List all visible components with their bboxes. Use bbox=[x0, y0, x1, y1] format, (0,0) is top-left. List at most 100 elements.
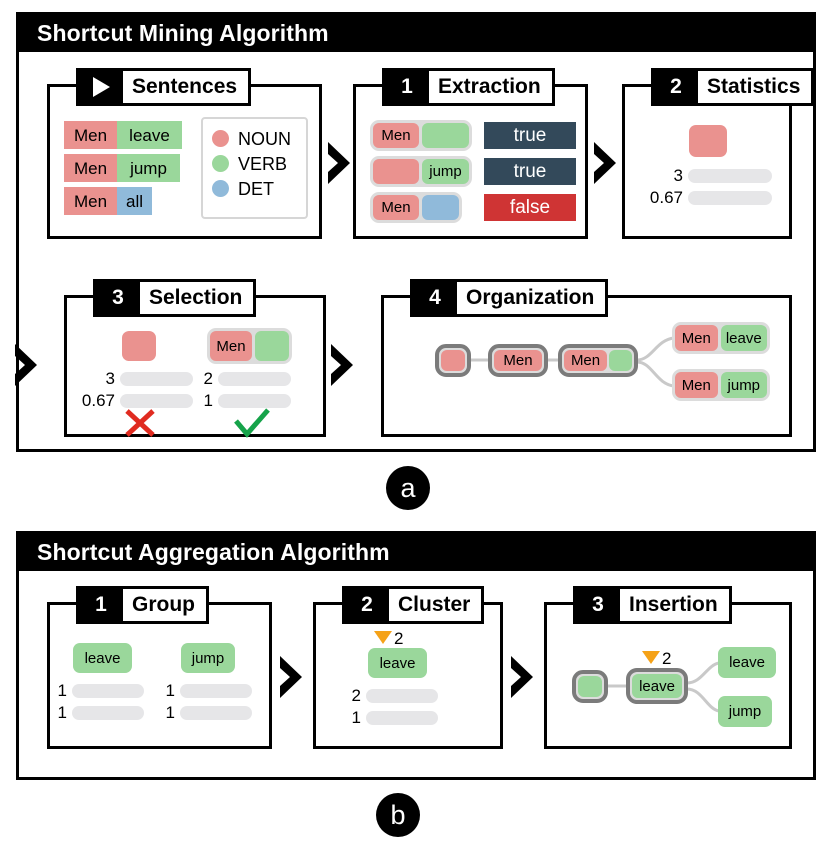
subfigure-label-b: b bbox=[376, 793, 420, 837]
legend-item-noun: NOUN bbox=[212, 126, 294, 151]
panel-insertion[interactable]: 3 Insertion 2 leave bbox=[544, 586, 792, 750]
panel-title-organization: Organization bbox=[457, 282, 606, 315]
group-bar-row: 1 bbox=[50, 704, 144, 721]
pos-legend: NOUN VERB DET bbox=[201, 117, 308, 220]
sentence-token: Men bbox=[64, 187, 117, 216]
tree-leaf: leave bbox=[718, 647, 776, 679]
node-part: leave bbox=[632, 674, 682, 699]
panel-header-selection[interactable]: 3 Selection bbox=[93, 279, 257, 318]
flow-arrow-icon bbox=[329, 342, 355, 388]
panel-header-group[interactable]: 1 Group bbox=[76, 586, 209, 625]
panel-header-cluster[interactable]: 2 Cluster bbox=[342, 586, 485, 625]
panel-title-cluster: Cluster bbox=[389, 589, 482, 622]
bar-track bbox=[180, 683, 252, 698]
bar-value: 0.67 bbox=[81, 391, 115, 411]
flow-arrow-icon bbox=[592, 140, 618, 186]
panel-header-organization[interactable]: 4 Organization bbox=[410, 279, 609, 318]
tree-leaf: Men jump bbox=[672, 369, 770, 402]
pattern-part: Men bbox=[210, 331, 252, 362]
node-part bbox=[441, 350, 465, 372]
sentence-token: Men bbox=[64, 154, 117, 183]
panel-content-selection: 3 0.67 bbox=[67, 298, 323, 439]
bar-track bbox=[366, 688, 438, 703]
panel-selection[interactable]: 3 Selection 3 0.67 bbox=[64, 279, 326, 439]
step-number: 3 bbox=[576, 589, 620, 622]
subfigure-label-a: a bbox=[386, 466, 430, 510]
panel-sentences[interactable]: Sentences Men leave Men jump Men all NOU… bbox=[47, 68, 322, 240]
bar-value: 1 bbox=[57, 681, 67, 701]
legend-label: DET bbox=[238, 178, 274, 199]
panel-header-statistics[interactable]: 2 Statistics bbox=[651, 68, 815, 107]
bar-value: 1 bbox=[203, 391, 213, 411]
tree-node-center: leave bbox=[626, 668, 688, 705]
play-icon bbox=[79, 71, 123, 104]
panel-content-insertion: 2 leave leave jump bbox=[547, 605, 789, 746]
pattern-part bbox=[422, 123, 469, 149]
panel-title-group: Group bbox=[123, 589, 206, 622]
step-number: 4 bbox=[413, 282, 457, 315]
panel-header-sentences[interactable]: Sentences bbox=[76, 68, 252, 107]
bar-value: 3 bbox=[105, 369, 115, 389]
pattern-part bbox=[422, 195, 459, 221]
sentence-token: jump bbox=[117, 154, 180, 183]
panel-group[interactable]: 1 Group leave 1 1 bbox=[47, 586, 272, 750]
bar-value: 0.67 bbox=[649, 188, 683, 208]
sentence-token: all bbox=[117, 187, 152, 216]
algorithm-title-aggregation: Shortcut Aggregation Algorithm bbox=[19, 534, 813, 572]
algorithm-frame-aggregation: Shortcut Aggregation Algorithm 1 Group l… bbox=[16, 531, 816, 780]
algorithm-frame-mining: Shortcut Mining Algorithm Sentences Men … bbox=[15, 12, 816, 452]
panel-content-extraction: Men true jump true Men false bbox=[356, 87, 585, 236]
pattern-part: Men bbox=[373, 195, 419, 221]
bar-track bbox=[72, 683, 144, 698]
node-part bbox=[578, 676, 602, 698]
pattern-part: Men bbox=[373, 123, 419, 149]
bar-value: 1 bbox=[165, 681, 175, 701]
bar-track bbox=[366, 710, 438, 725]
panel-header-insertion[interactable]: 3 Insertion bbox=[573, 586, 732, 625]
node-part: Men bbox=[564, 350, 608, 372]
reject-cross-icon bbox=[123, 408, 157, 443]
bar-track bbox=[218, 371, 291, 386]
panel-organization[interactable]: 4 Organization bbox=[381, 279, 792, 438]
group-bar-row: 1 bbox=[158, 682, 252, 699]
group-bar-row: 1 bbox=[158, 704, 252, 721]
legend-item-verb: VERB bbox=[212, 151, 294, 176]
panel-extraction[interactable]: 1 Extraction Men true jump true bbox=[353, 68, 588, 240]
panel-content-statistics: 3 0.67 bbox=[625, 87, 789, 236]
bar-value: 1 bbox=[57, 703, 67, 723]
legend-item-det: DET bbox=[212, 176, 294, 201]
flow-arrow-icon bbox=[278, 654, 304, 700]
tree-leaf: jump bbox=[718, 696, 772, 728]
bar-value: 2 bbox=[351, 686, 361, 706]
node-part bbox=[609, 350, 632, 372]
panel-statistics[interactable]: 2 Statistics 3 0.67 bbox=[622, 68, 815, 240]
insertion-count: 2 bbox=[662, 649, 672, 669]
noun-color-swatch bbox=[212, 130, 229, 148]
extraction-value: true bbox=[484, 158, 576, 186]
tree-edges bbox=[607, 661, 720, 713]
bar-track bbox=[688, 190, 772, 205]
leaf-part: jump bbox=[720, 372, 767, 399]
panel-header-extraction[interactable]: 1 Extraction bbox=[382, 68, 555, 107]
bar-value: 3 bbox=[673, 166, 683, 186]
panel-title-sentences: Sentences bbox=[123, 71, 249, 104]
selection-bar-row: 3 bbox=[75, 370, 193, 387]
panel-content-group: leave 1 1 jump bbox=[50, 605, 269, 746]
bar-value: 1 bbox=[165, 703, 175, 723]
selection-bar-row: 1 bbox=[191, 392, 291, 409]
extraction-pattern: Men bbox=[370, 120, 472, 152]
pattern-part bbox=[373, 159, 419, 185]
selection-bar-row: 2 bbox=[191, 370, 291, 387]
panel-title-statistics: Statistics bbox=[698, 71, 812, 104]
bar-track bbox=[120, 371, 193, 386]
bar-value: 1 bbox=[351, 708, 361, 728]
leaf-part: Men bbox=[675, 372, 718, 399]
panel-cluster[interactable]: 2 Cluster 2 leave 2 1 bbox=[313, 586, 503, 750]
step-number: 2 bbox=[654, 71, 698, 104]
bar-track bbox=[120, 393, 193, 408]
statistics-bar-row: 0.67 bbox=[647, 189, 777, 206]
cluster-count: 2 bbox=[394, 629, 404, 649]
cluster-count-marker-icon bbox=[374, 631, 392, 645]
legend-label: NOUN bbox=[238, 128, 291, 149]
